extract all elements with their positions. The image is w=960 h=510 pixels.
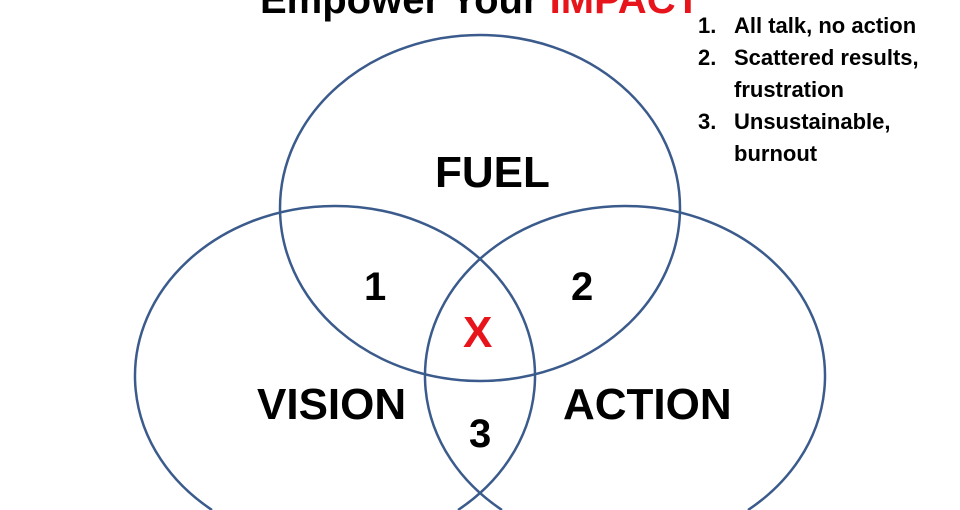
vision-circle	[133, 204, 537, 510]
center-x-label: X	[463, 308, 493, 357]
action-label: ACTION	[563, 380, 732, 429]
fuel-label: FUEL	[435, 148, 550, 197]
fuel-circle	[278, 33, 682, 383]
action-circle	[423, 204, 827, 510]
legend-item: 3. Unsustainable, burnout	[698, 106, 938, 170]
legend-number: 3.	[698, 109, 717, 134]
legend-text: All talk, no action	[734, 13, 917, 38]
legend-number: 2.	[698, 45, 717, 70]
region-1-label: 1	[364, 265, 387, 309]
legend-number: 1.	[698, 13, 717, 38]
legend-text: Unsustainable, burnout	[734, 109, 891, 166]
legend-item: 1. All talk, no action	[698, 10, 938, 42]
page-title: Empower Your IMPACT	[0, 0, 960, 23]
title-highlight: IMPACT	[549, 0, 701, 22]
region-2-label: 2	[571, 265, 594, 309]
vision-label: VISION	[257, 380, 407, 429]
legend-list: 1. All talk, no action 2. Scattered result…	[698, 10, 938, 170]
title-prefix: Empower Your	[259, 0, 550, 22]
region-3-label: 3	[469, 412, 492, 456]
legend-item: 2. Scattered results, frustration	[698, 42, 938, 106]
legend-text: Scattered results, frustration	[734, 45, 919, 102]
